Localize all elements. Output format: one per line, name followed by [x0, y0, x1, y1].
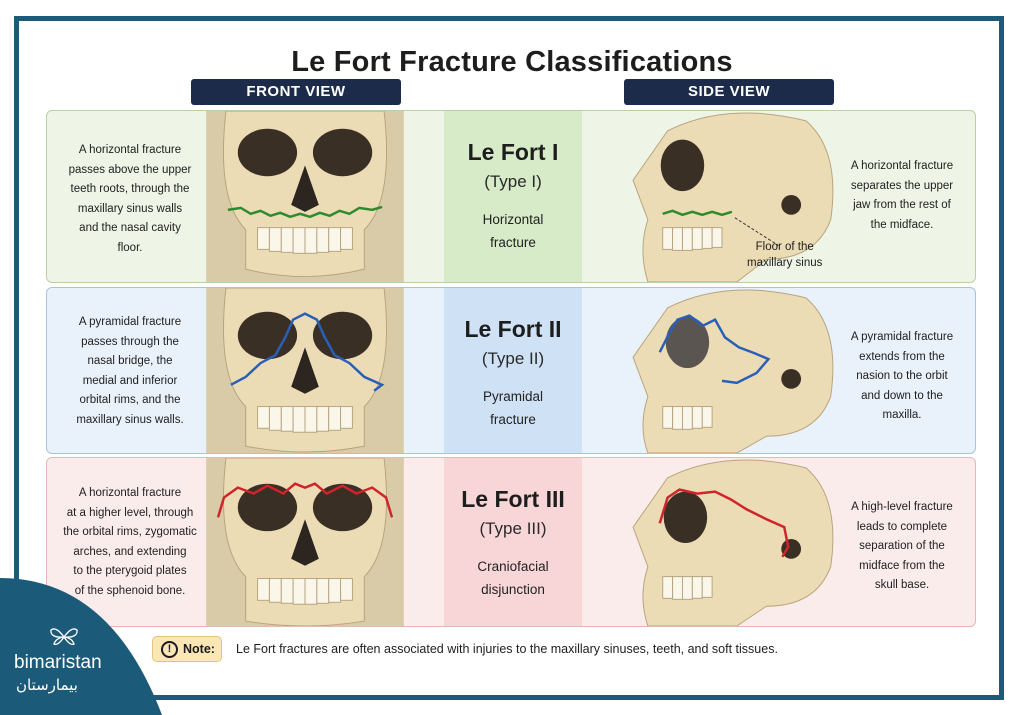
note-label: Note:: [183, 642, 215, 656]
butterfly-logo-icon: [50, 628, 78, 645]
page-title: Le Fort Fracture Classifications: [291, 46, 733, 78]
exclamation-icon: !: [161, 641, 178, 658]
classification-name: Le Fort II: [464, 316, 562, 342]
side-skull-image: [632, 459, 834, 626]
front-skull-image: [206, 458, 404, 626]
classification-name: Le Fort I: [467, 139, 559, 165]
front-skull-image: [206, 111, 404, 282]
front-skull-image: [206, 288, 404, 453]
brand-arabic: بيمارستان: [16, 676, 78, 694]
classification-name: Le Fort III: [461, 486, 565, 512]
note-badge: ! Note:: [152, 636, 222, 662]
classification-type: (Type I): [484, 172, 542, 191]
note-text: Le Fort fractures are often associated w…: [236, 642, 778, 656]
fracture-line: [227, 205, 383, 219]
side-skull-image: [632, 289, 834, 453]
classification-type: (Type II): [481, 349, 545, 368]
side-view-label: SIDE VIEW: [624, 79, 834, 105]
front-view-label: FRONT VIEW: [191, 79, 401, 105]
brand-corner: [0, 578, 162, 715]
brand-name: bimaristan: [14, 652, 102, 673]
classification-type: (Type III): [479, 519, 547, 538]
side-skull-image: [632, 112, 834, 282]
